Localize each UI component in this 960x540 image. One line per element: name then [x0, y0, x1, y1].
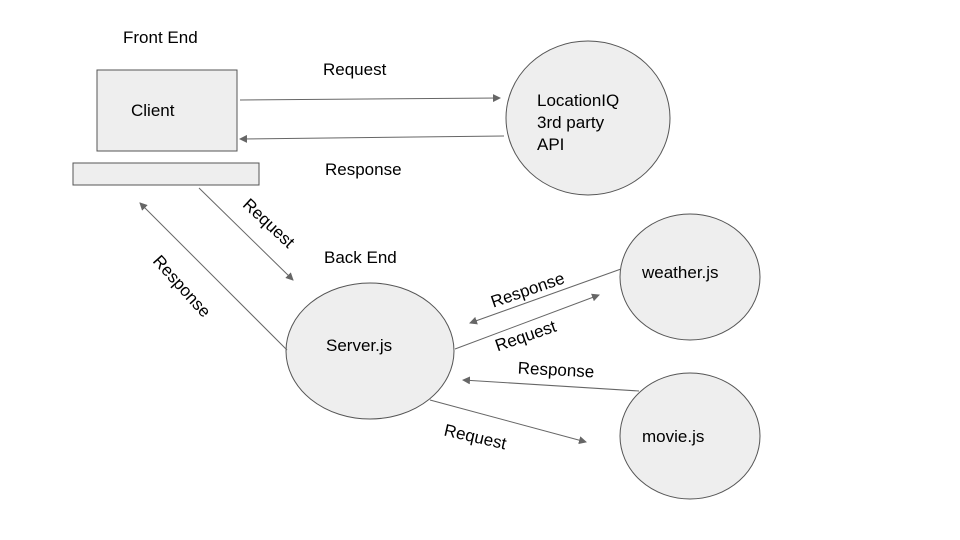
arrow-client-to-server — [198, 187, 294, 281]
locationiq-label-line1: LocationIQ — [537, 91, 619, 110]
client-keyboard — [72, 162, 260, 186]
client-node: Client — [72, 69, 260, 186]
arrow-server-to-movie — [429, 399, 587, 445]
back-end-label: Back End — [324, 248, 397, 267]
movie-label: movie.js — [642, 427, 704, 446]
arrow-api-to-client — [239, 134, 505, 143]
edge-label-weather-to-server: Response — [488, 269, 567, 312]
edge-label-movie-to-server: Response — [517, 358, 594, 381]
front-end-label: Front End — [123, 28, 198, 47]
locationiq-api-node: LocationIQ 3rd party API — [505, 40, 671, 196]
edge-label-api-to-client: Response — [325, 160, 402, 179]
arrow-server-to-client — [139, 202, 288, 351]
server-circle — [285, 282, 455, 420]
arrow-weather-to-server — [469, 268, 622, 325]
edge-label-client-to-api: Request — [323, 60, 387, 79]
weather-label: weather.js — [641, 263, 719, 282]
locationiq-circle — [505, 40, 671, 196]
weather-circle — [619, 213, 761, 341]
client-monitor — [96, 69, 238, 152]
client-label: Client — [131, 101, 175, 120]
edge-label-client-to-server: Request — [239, 195, 298, 252]
arrow-movie-to-server — [462, 376, 640, 392]
arrow-client-to-api — [239, 94, 501, 103]
movie-circle — [619, 372, 761, 500]
locationiq-label-line2: 3rd party — [537, 113, 605, 132]
edge-label-server-to-movie: Request — [442, 421, 508, 454]
edge-label-server-to-client: Response — [149, 252, 214, 322]
movie-node: movie.js — [619, 372, 761, 500]
locationiq-label-line3: API — [537, 135, 564, 154]
arrow-server-to-weather — [454, 293, 600, 350]
weather-node: weather.js — [619, 213, 761, 341]
server-label: Server.js — [326, 336, 392, 355]
server-node: Server.js — [285, 282, 455, 420]
